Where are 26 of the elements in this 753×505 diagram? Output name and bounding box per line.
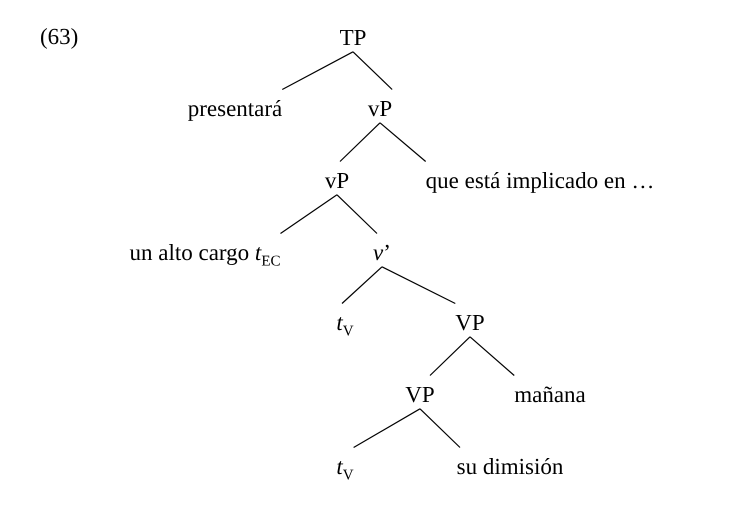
node-label: un alto cargo t$_{EC}$: [130, 240, 280, 265]
node-label: t$_{V}$: [336, 454, 354, 479]
node-label: t$_{V}$: [336, 310, 354, 335]
node-label: TP: [340, 24, 366, 50]
branch-line: [382, 266, 456, 304]
node-label: que está implicado en …: [426, 168, 654, 193]
node-label: su dimisión: [456, 454, 564, 479]
branch-line: [470, 336, 515, 376]
node-label: presentará: [188, 96, 282, 121]
branch-line: [353, 408, 420, 448]
branch-line: [342, 266, 382, 304]
node-label: VP: [455, 310, 485, 335]
branch-line: [430, 336, 470, 376]
branch-line: [340, 122, 380, 162]
branch-line: [336, 194, 378, 234]
branch-line: [282, 51, 354, 90]
node-label: vP: [368, 96, 392, 121]
branch-line: [420, 408, 460, 448]
branch-line: [380, 122, 426, 162]
branch-line: [280, 194, 338, 234]
node-label: v’: [373, 240, 391, 265]
node-label: mañana: [514, 382, 586, 407]
example-number: (63): [40, 24, 78, 50]
branch-line: [352, 51, 393, 90]
node-label: vP: [324, 168, 350, 193]
node-label: VP: [405, 382, 435, 407]
